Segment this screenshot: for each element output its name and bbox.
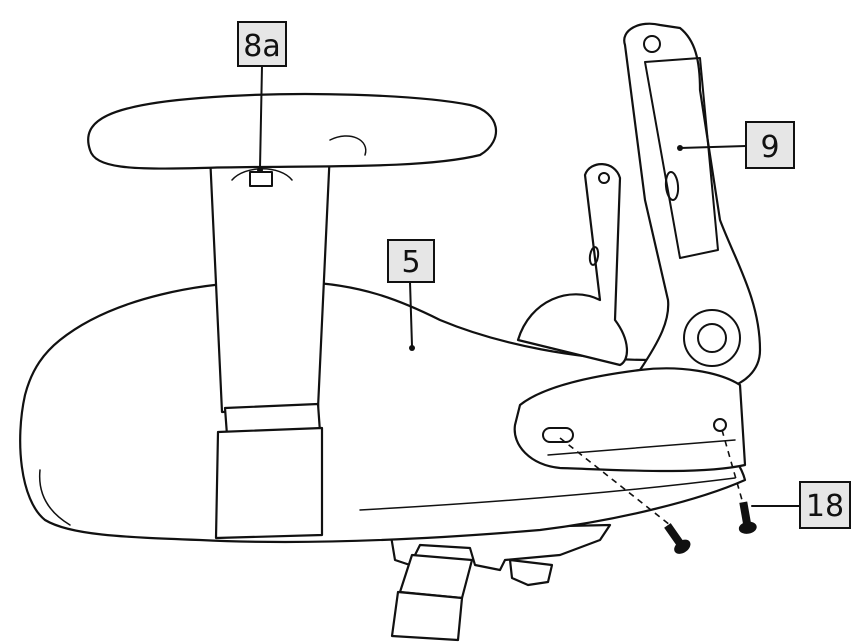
backrest-arm-part-9 [623,22,762,402]
callout-8a: 8a [237,21,287,173]
callout-label-5: 5 [401,245,420,280]
callout-9: 9 [677,121,795,169]
screw-guide-line-left [559,437,671,526]
side-bracket-plate [513,367,747,473]
callout-label-18: 18 [806,489,844,524]
screw-guide-line-right [721,429,743,501]
armrest [87,92,498,540]
callout-label-8a: 8a [243,29,280,64]
rear-bracket [516,163,628,367]
callout-18: 18 [751,481,851,529]
gas-cylinder [390,553,474,642]
seat-part-5 [19,280,747,544]
screw-left [664,523,691,554]
callout-label-9: 9 [760,130,779,165]
screw-right [738,501,757,534]
callout-5: 5 [387,239,435,351]
